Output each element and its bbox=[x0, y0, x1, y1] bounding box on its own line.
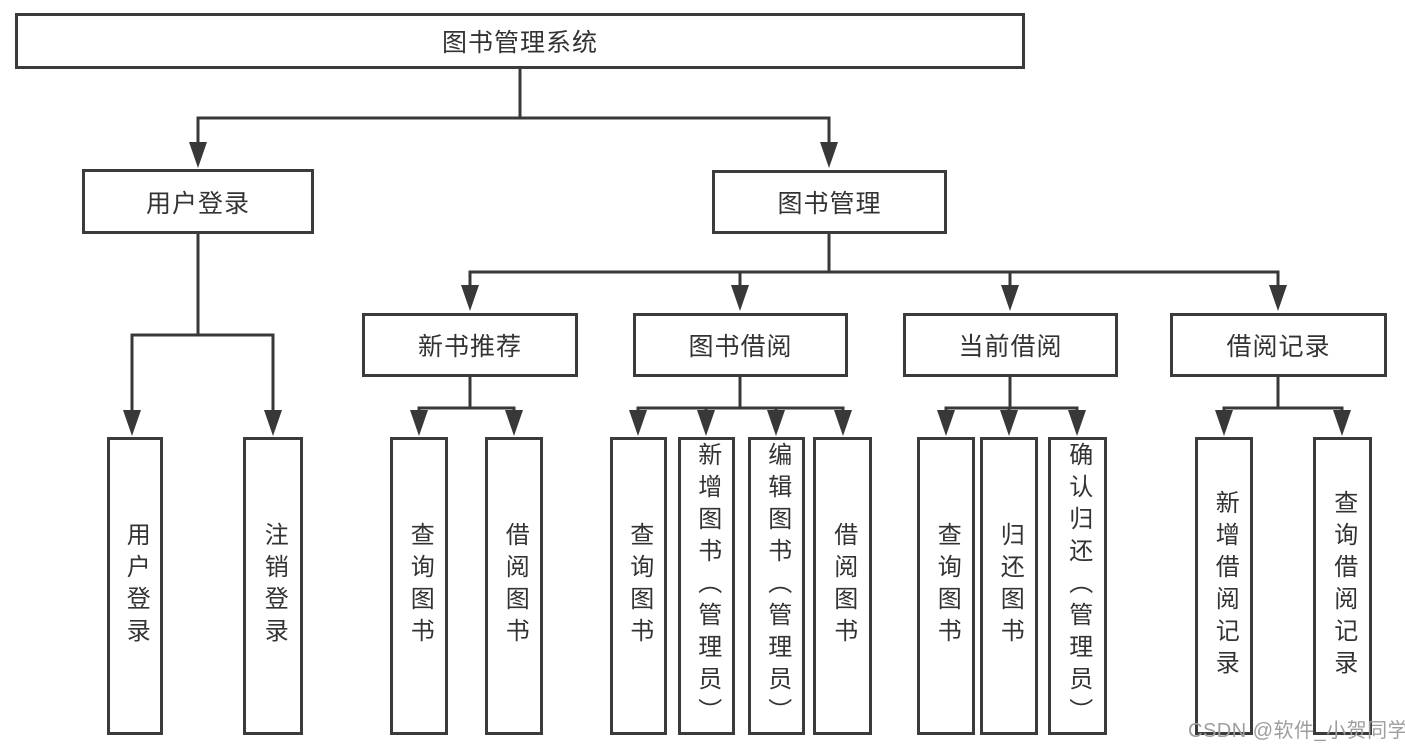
leaf-add-books-admin-label: 新增图书（管理员） bbox=[693, 442, 721, 730]
leaf-query-borrow-record-label: 查询借阅记录 bbox=[1329, 490, 1357, 682]
connector-root bbox=[196, 68, 831, 148]
leaf-newbook-query-books: 查询图书 bbox=[390, 437, 448, 735]
node-root: 图书管理系统 bbox=[15, 13, 1025, 69]
csdn-watermark: CSDN @软件_小贺同学 bbox=[1188, 720, 1405, 742]
connector-borrow-records bbox=[1222, 377, 1344, 414]
connector-user-login bbox=[130, 233, 275, 414]
node-book-mgmt: 图书管理 bbox=[712, 170, 947, 234]
arrowheads-user-login bbox=[123, 410, 282, 436]
leaf-add-borrow-record: 新增借阅记录 bbox=[1195, 437, 1253, 735]
leaf-current-query-books: 查询图书 bbox=[917, 437, 975, 735]
leaf-return-books-label: 归还图书 bbox=[996, 522, 1024, 650]
leaf-add-borrow-record-label: 新增借阅记录 bbox=[1211, 490, 1239, 682]
connector-new-book-rec bbox=[417, 377, 516, 414]
leaf-user-login-label: 用户登录 bbox=[122, 522, 150, 650]
leaf-confirm-return-admin: 确认归还（管理员） bbox=[1048, 437, 1107, 735]
leaf-borrow-books: 借阅图书 bbox=[813, 437, 872, 735]
arrowheads-level2 bbox=[189, 142, 838, 168]
leaf-query-borrow-record: 查询借阅记录 bbox=[1313, 437, 1372, 735]
arrowheads-current-borrow bbox=[937, 410, 1086, 436]
arrowheads-book-borrow bbox=[629, 410, 852, 436]
node-book-borrow: 图书借阅 bbox=[633, 313, 848, 377]
leaf-borrow-books-label: 借阅图书 bbox=[829, 522, 857, 650]
node-user-login: 用户登录 bbox=[82, 169, 314, 234]
leaf-borrow-query-books-label: 查询图书 bbox=[625, 522, 653, 650]
node-new-book-recommend: 新书推荐 bbox=[362, 313, 578, 377]
leaf-add-books-admin: 新增图书（管理员） bbox=[678, 437, 735, 735]
arrowheads-new-book-rec bbox=[410, 410, 523, 436]
connector-current-borrow bbox=[944, 377, 1079, 414]
arrowheads-borrow-records bbox=[1215, 410, 1351, 436]
leaf-edit-books-admin: 编辑图书（管理员） bbox=[748, 437, 805, 735]
leaf-current-query-books-label: 查询图书 bbox=[933, 522, 961, 650]
leaf-logout-login: 注销登录 bbox=[243, 437, 303, 735]
leaf-return-books: 归还图书 bbox=[980, 437, 1038, 735]
leaf-newbook-borrow-books: 借阅图书 bbox=[485, 437, 543, 735]
leaf-logout-login-label: 注销登录 bbox=[260, 522, 288, 650]
leaf-borrow-query-books: 查询图书 bbox=[610, 437, 667, 735]
leaf-newbook-borrow-books-label: 借阅图书 bbox=[501, 522, 529, 650]
connector-book-borrow bbox=[636, 377, 845, 414]
leaf-confirm-return-admin-label: 确认归还（管理员） bbox=[1064, 442, 1092, 730]
arrowheads-level3 bbox=[461, 285, 1287, 311]
node-current-borrow: 当前借阅 bbox=[903, 313, 1118, 377]
leaf-user-login: 用户登录 bbox=[107, 437, 163, 735]
leaf-edit-books-admin-label: 编辑图书（管理员） bbox=[763, 442, 791, 730]
connector-book-mgmt bbox=[468, 234, 1280, 291]
leaf-newbook-query-books-label: 查询图书 bbox=[406, 522, 434, 650]
node-borrow-records: 借阅记录 bbox=[1170, 313, 1387, 377]
